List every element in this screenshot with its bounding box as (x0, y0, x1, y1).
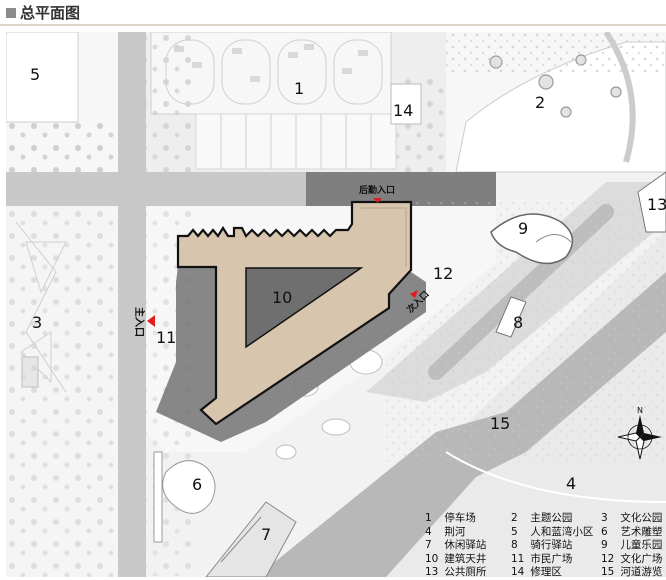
rest-station (205, 501, 297, 577)
legend-item: 15 河道游览 (601, 566, 663, 579)
legend-item: 5 人和蓝湾小区 (511, 525, 594, 538)
zone-labels: 1 2 3 4 5 6 7 8 9 10 11 12 13 14 15 (30, 65, 666, 544)
zone-label-9: 9 (518, 219, 528, 238)
zone-label-14: 14 (393, 101, 413, 120)
zone-label-15: 15 (490, 414, 510, 433)
river-channel (256, 272, 666, 577)
legend-item: 6 艺术雕塑 (601, 525, 663, 538)
rest-station-roof (220, 516, 262, 563)
river-curve (445, 451, 666, 503)
sculpture-wall (153, 451, 163, 543)
legend-item: 11 市民广场 (511, 552, 573, 565)
legend-item: 3 文化公园 (601, 512, 663, 524)
site-plan-svg: N 主入口 后勤入口 次入口 1 2 3 4 5 6 7 8 9 10 11 1… (6, 32, 666, 577)
legend-item: 8 骑行驿站 (511, 539, 573, 552)
page-title: 总平面图 (20, 4, 81, 22)
zone-label-11: 11 (156, 328, 176, 347)
zone-label-3: 3 (32, 313, 42, 332)
zone-label-12: 12 (433, 264, 453, 283)
triangle-marker-icon (410, 290, 418, 298)
parking-row-lines (220, 114, 372, 169)
road-vertical (118, 32, 146, 577)
zone-label-4: 4 (566, 474, 576, 493)
zone-label-13: 13 (647, 195, 666, 214)
zone-label-7: 7 (261, 525, 271, 544)
legend-item: 7 休闲驿站 (425, 539, 487, 552)
legend-item: 9 儿童乐园 (601, 539, 663, 552)
square-marker-icon (6, 8, 16, 18)
tree-row (6, 122, 118, 172)
zone-label-5: 5 (30, 65, 40, 84)
zone-label-1: 1 (294, 79, 304, 98)
zone-label-8: 8 (513, 313, 523, 332)
tree-row (6, 206, 118, 577)
main-entrance-label: 主入口 (133, 307, 146, 337)
legend-item: 10 建筑天井 (425, 552, 487, 565)
childrens-playground (490, 213, 574, 265)
svg-text:N: N (637, 406, 643, 415)
site-plan-map: N 主入口 后勤入口 次入口 1 2 3 4 5 6 7 8 9 10 11 1… (6, 32, 666, 577)
zone-label-10: 10 (272, 288, 292, 307)
public-toilet (637, 171, 666, 233)
cycling-station (495, 296, 527, 338)
legend-item: 12 文化广场 (601, 552, 663, 565)
building-atrium (245, 267, 364, 349)
legend-item: 1 停车场 (425, 512, 476, 524)
legend-item: 14 修理区 (511, 566, 562, 579)
repair-kiosk (390, 83, 422, 125)
page-header: 总平面图 (0, 0, 666, 26)
legend-item: 2 主题公园 (511, 512, 573, 524)
zone-label-2: 2 (535, 93, 545, 112)
legend-item: 13 公共厕所 (425, 566, 487, 579)
triangle-marker-icon (147, 315, 155, 327)
legend-item: 4 荆河 (425, 525, 466, 538)
back-entrance-label: 后勤入口 (359, 184, 395, 196)
zone-label-6: 6 (192, 475, 202, 494)
triangle-marker-icon (373, 198, 382, 203)
legend: 1 停车场 2 主题公园 3 文化公园 4 荆河 5 人和蓝湾小区 6 艺术雕塑… (425, 512, 665, 580)
playground-slide (535, 234, 572, 243)
residential-building (6, 32, 79, 123)
building-roof-detail (361, 207, 407, 267)
tree-row (146, 32, 196, 172)
tree-row (446, 32, 666, 72)
art-sculpture-garden (162, 460, 216, 514)
compass-rose-icon: N (617, 406, 662, 460)
